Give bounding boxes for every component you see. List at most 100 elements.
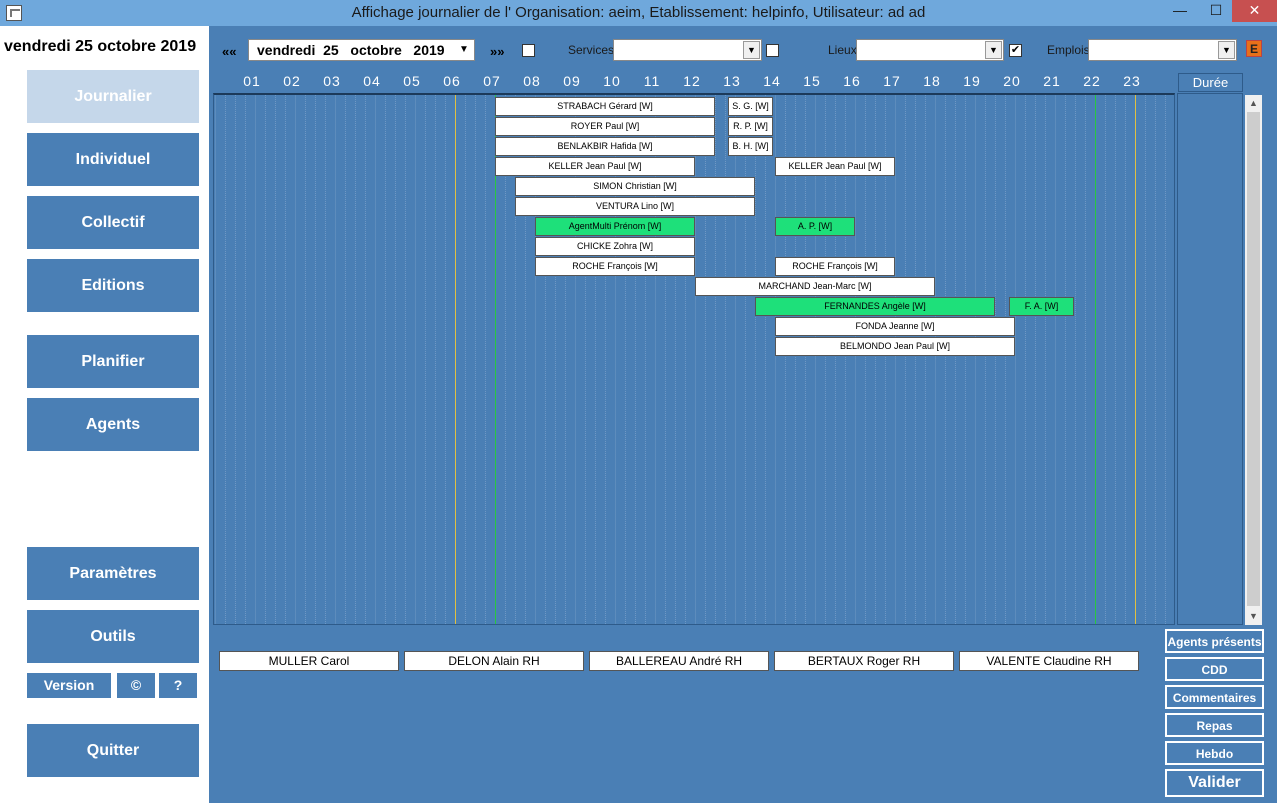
date-day: vendredi [257, 42, 316, 58]
grid-line [595, 95, 596, 624]
cdd-button[interactable]: CDD [1165, 657, 1264, 681]
copyright-button[interactable]: © [117, 673, 155, 698]
grid-line [965, 95, 966, 624]
agents-presents-button[interactable]: Agents présents [1165, 629, 1264, 653]
grid-line [995, 95, 996, 624]
grid-line [765, 95, 766, 624]
absent-agent[interactable]: BERTAUX Roger RH [774, 651, 954, 671]
grid-line [785, 95, 786, 624]
grid-line [565, 95, 566, 624]
nav-outils-button[interactable]: Outils [27, 610, 199, 663]
grid-line [425, 95, 426, 624]
export-e-icon[interactable]: E [1246, 40, 1262, 57]
grid-line [755, 95, 756, 624]
hour-label: 08 [523, 73, 541, 89]
services-checkbox[interactable] [522, 44, 535, 57]
grid-line [335, 95, 336, 624]
grid-line [895, 95, 896, 624]
grid-line [465, 95, 466, 624]
schedule-bar-highlighted[interactable]: AgentMulti Prénom [W] [535, 217, 695, 236]
scroll-up-icon[interactable]: ▲ [1249, 98, 1258, 108]
schedule-bar[interactable]: VENTURA Lino [W] [515, 197, 755, 216]
schedule-bar[interactable]: KELLER Jean Paul [W] [775, 157, 895, 176]
hour-label: 12 [683, 73, 701, 89]
nav-parametres-button[interactable]: Paramètres [27, 547, 199, 600]
emplois-select[interactable]: ▼ [1088, 39, 1237, 61]
commentaires-button[interactable]: Commentaires [1165, 685, 1264, 709]
grid-line [255, 95, 256, 624]
schedule-bar[interactable]: BENLAKBIR Hafida [W] [495, 137, 715, 156]
absent-agent[interactable]: MULLER Carol [219, 651, 399, 671]
sidebar: vendredi 25 octobre 2019 Journalier Indi… [0, 26, 209, 803]
nav-agents-button[interactable]: Agents [27, 398, 199, 451]
grid-line [405, 95, 406, 624]
scroll-thumb[interactable] [1247, 112, 1260, 606]
lieux-checkbox[interactable] [766, 44, 779, 57]
chevron-down-icon: ▼ [459, 44, 469, 55]
hour-label: 14 [763, 73, 781, 89]
hour-label: 07 [483, 73, 501, 89]
current-date-label: vendredi 25 octobre 2019 [4, 38, 197, 55]
grid-line [725, 95, 726, 624]
schedule-bar[interactable]: STRABACH Gérard [W] [495, 97, 715, 116]
grid-line [285, 95, 286, 624]
schedule-bar-highlighted[interactable]: A. P. [W] [775, 217, 855, 236]
nav-planifier-button[interactable]: Planifier [27, 335, 199, 388]
nav-editions-button[interactable]: Editions [27, 259, 199, 312]
version-button[interactable]: Version [27, 673, 111, 698]
grid-line [315, 95, 316, 624]
schedule-bar[interactable]: KELLER Jean Paul [W] [495, 157, 695, 176]
close-button[interactable]: ✕ [1232, 0, 1277, 22]
schedule-bar-highlighted[interactable]: F. A. [W] [1009, 297, 1074, 316]
absent-agent[interactable]: BALLEREAU André RH [589, 651, 769, 671]
scroll-down-icon[interactable]: ▼ [1249, 611, 1258, 621]
schedule-bar[interactable]: B. H. [W] [728, 137, 773, 156]
hour-label: 03 [323, 73, 341, 89]
grid-line [875, 95, 876, 624]
previous-day-button[interactable]: «« [222, 44, 237, 59]
schedule-bar[interactable]: SIMON Christian [W] [515, 177, 755, 196]
grid-line [385, 95, 386, 624]
schedule-bar-highlighted[interactable]: FERNANDES Angèle [W] [755, 297, 995, 316]
absent-agent[interactable]: VALENTE Claudine RH [959, 651, 1139, 671]
service-boundary-line [1095, 95, 1096, 624]
schedule-bar[interactable]: ROYER Paul [W] [495, 117, 715, 136]
schedule-bar[interactable]: S. G. [W] [728, 97, 773, 116]
grid-line [735, 95, 736, 624]
grid-line [1155, 95, 1156, 624]
duree-column [1177, 93, 1243, 625]
absent-agent[interactable]: DELON Alain RH [404, 651, 584, 671]
schedule-bar[interactable]: R. P. [W] [728, 117, 773, 136]
grid-line [955, 95, 956, 624]
nav-collectif-button[interactable]: Collectif [27, 196, 199, 249]
hour-label: 02 [283, 73, 301, 89]
grid-line [825, 95, 826, 624]
hebdo-button[interactable]: Hebdo [1165, 741, 1264, 765]
services-select[interactable]: ▼ [613, 39, 762, 61]
next-day-button[interactable]: »» [490, 44, 505, 59]
repas-button[interactable]: Repas [1165, 713, 1264, 737]
grid-line [435, 95, 436, 624]
grid-line [1045, 95, 1046, 624]
schedule-bar[interactable]: ROCHE François [W] [775, 257, 895, 276]
minimize-button[interactable]: — [1173, 2, 1187, 18]
maximize-button[interactable]: ☐ [1209, 2, 1223, 18]
nav-journalier-button[interactable]: Journalier [27, 70, 199, 123]
schedule-bar[interactable]: BELMONDO Jean Paul [W] [775, 337, 1015, 356]
grid-line [245, 95, 246, 624]
schedule-bar[interactable]: MARCHAND Jean-Marc [W] [695, 277, 935, 296]
lieux-select[interactable]: ▼ [856, 39, 1004, 61]
grid-line [1115, 95, 1116, 624]
help-button[interactable]: ? [159, 673, 197, 698]
emplois-checkbox[interactable]: ✔ [1009, 44, 1022, 57]
valider-button[interactable]: Valider [1165, 769, 1264, 797]
grid-line [1125, 95, 1126, 624]
nav-individuel-button[interactable]: Individuel [27, 133, 199, 186]
date-picker[interactable]: vendredi 25 octobre 2019▼ [248, 39, 475, 61]
quit-button[interactable]: Quitter [27, 724, 199, 777]
schedule-bar[interactable]: FONDA Jeanne [W] [775, 317, 1015, 336]
schedule-bar[interactable]: CHICKE Zohra [W] [535, 237, 695, 256]
vertical-scrollbar[interactable]: ▲ ▼ [1245, 95, 1262, 625]
hour-label: 04 [363, 73, 381, 89]
schedule-bar[interactable]: ROCHE François [W] [535, 257, 695, 276]
